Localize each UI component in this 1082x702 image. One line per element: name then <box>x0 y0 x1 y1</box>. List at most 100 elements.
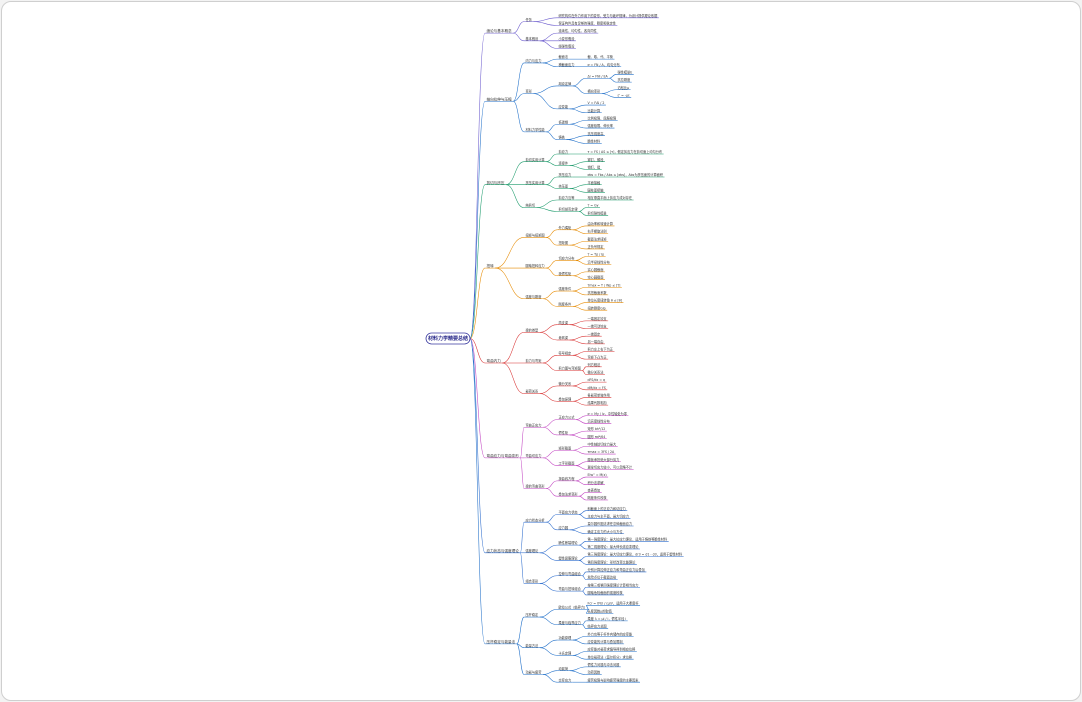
topic-node[interactable]: 纯剪切 <box>524 203 537 208</box>
topic-node[interactable]: 平面应力状态 <box>557 510 580 515</box>
topic-node[interactable]: 研究构件在外力作用下的变形、受力与破坏规律，为设计提供理论依据 <box>557 13 659 19</box>
topic-node[interactable]: σ = FN / A，均匀分布 <box>586 62 622 68</box>
topic-node[interactable]: 简支梁 <box>557 320 570 325</box>
topic-node[interactable]: dM/dx = FS <box>586 386 608 391</box>
topic-node[interactable]: 各载荷单独作用 <box>586 393 612 398</box>
topic-node[interactable]: 符号规定 <box>557 350 573 356</box>
topic-node[interactable]: 剪力左上右下为正 <box>586 347 615 352</box>
topic-node[interactable]: 卡氏定理 <box>557 650 573 656</box>
topic-node[interactable]: 腹板承担绝大部分剪力 <box>586 457 621 462</box>
topic-node[interactable]: 保证构件具有足够的强度、刚度和稳定性 <box>557 21 618 26</box>
topic-node[interactable]: 正负号规定 <box>586 244 605 250</box>
branch-node[interactable]: 应力状态与强度理论 <box>485 548 521 554</box>
topic-node[interactable]: 拉伸与弯曲组合 <box>557 571 583 577</box>
topic-node[interactable]: 一端固定铰支 <box>586 316 609 322</box>
topic-node[interactable]: 动荷因数 <box>586 670 602 675</box>
topic-node[interactable]: 截面法 <box>557 54 570 60</box>
topic-node[interactable]: 扭矩与扭矩图 <box>524 233 547 238</box>
topic-node[interactable]: 确定主应力的大小与方位 <box>586 529 625 534</box>
topic-node[interactable]: 单位载荷法（莫尔积分）求位移 <box>586 654 634 660</box>
topic-node[interactable]: 平面接触 <box>586 180 602 185</box>
topic-node[interactable]: 由功率和转速计算 <box>586 221 615 227</box>
topic-node[interactable]: σbs = Fbs / Abs ≤ [σbs]，Abs为挤压面的计算面积 <box>586 172 665 178</box>
topic-node[interactable]: 柔度与临界应力 <box>557 620 583 626</box>
topic-node[interactable]: 极惯性矩 <box>557 271 573 277</box>
topic-node[interactable]: 相互垂直平面上剪应力成对存在 <box>586 195 634 201</box>
topic-node[interactable]: 第四强度理论：形状改变比能理论 <box>586 559 637 565</box>
topic-node[interactable]: 另一端自由 <box>586 339 605 345</box>
topic-node[interactable]: 剪力与弯矩 <box>524 358 543 364</box>
topic-node[interactable]: 一端可动铰支 <box>586 324 609 329</box>
branch-node[interactable]: 扭转 <box>485 263 496 269</box>
topic-node[interactable]: 一端固定 <box>586 331 602 337</box>
topic-node[interactable]: Fcr = π²EI / (μl)²，适用于大柔度杆 <box>586 601 641 606</box>
topic-node[interactable]: 单位长度扭转角 θ ≤ [θ] <box>586 298 624 303</box>
topic-node[interactable]: V = FΔl / 2 <box>586 101 606 106</box>
topic-node[interactable]: 梁的弯曲变形 <box>524 484 547 489</box>
topic-node[interactable]: 外力偶矩 <box>557 225 573 231</box>
topic-node[interactable]: 挤压面 <box>557 184 570 189</box>
topic-node[interactable]: 疲劳极限与影响疲劳强度的主要因素 <box>586 677 640 683</box>
topic-node[interactable]: 连接件 <box>557 161 570 166</box>
branch-node[interactable]: 弯曲应力与弯曲变形 <box>485 453 521 459</box>
topic-node[interactable]: 圆轴危险截面的强度校核 <box>586 590 625 596</box>
topic-node[interactable]: 圆形 πd⁴/64 <box>586 434 607 440</box>
topic-node[interactable]: 组合变形 <box>524 579 540 584</box>
topic-node[interactable]: 按第三或第四强度理论计算相当应力 <box>586 582 640 588</box>
topic-node[interactable]: 圆轴扭转应力 <box>524 263 547 269</box>
branch-node[interactable]: 压杆稳定与能量法 <box>485 639 517 645</box>
topic-node[interactable]: 抗扭截面系数 <box>586 290 609 296</box>
topic-node[interactable]: 实心圆截面 <box>586 267 605 273</box>
topic-node[interactable]: 小变形假设 <box>557 36 576 42</box>
root-node[interactable]: 材料力学精要总结 <box>425 332 471 345</box>
topic-node[interactable]: 叠加法求变形 <box>557 491 580 497</box>
topic-node[interactable]: 圆柱面接触 <box>586 187 605 193</box>
topic-node[interactable]: dFS/dx = q <box>586 378 607 383</box>
topic-node[interactable]: 积分法求解 <box>586 480 605 485</box>
topic-node[interactable]: 弯曲与扭转组合 <box>557 586 583 592</box>
topic-node[interactable]: τ = Tρ / Ip <box>586 253 606 257</box>
topic-node[interactable]: 应力状态分析 <box>524 517 547 523</box>
topic-node[interactable]: 剪应力互等 <box>557 195 576 201</box>
topic-node[interactable]: 材料力学性能 <box>524 127 547 133</box>
topic-node[interactable]: 弯矩下凸为正 <box>586 354 609 360</box>
topic-node[interactable]: 挠曲线方程 <box>557 476 576 482</box>
topic-node[interactable]: 惯性矩 <box>557 430 570 436</box>
topic-node[interactable]: 正应力公式 <box>557 415 576 420</box>
topic-node[interactable]: 扭矩图 <box>557 240 570 246</box>
topic-node[interactable]: 查表叠加 <box>586 487 602 493</box>
topic-node[interactable]: Δl = FNl / EA <box>586 74 610 79</box>
topic-node[interactable]: 右手螺旋法则 <box>586 229 609 234</box>
topic-node[interactable]: 截、取、代、平衡 <box>586 54 615 60</box>
branch-node[interactable]: 绪论与基本概念 <box>485 28 514 34</box>
topic-node[interactable]: 挤压应力 <box>557 172 573 178</box>
topic-node[interactable]: 悬臂梁 <box>557 335 570 341</box>
branch-node[interactable]: 弯曲内力 <box>485 358 503 364</box>
topic-node[interactable]: 剪应力 <box>557 149 570 155</box>
topic-node[interactable]: 叠加原理 <box>557 396 573 402</box>
topic-node[interactable]: 载荷关系 <box>524 389 540 394</box>
topic-node[interactable]: τ = Gγ <box>586 204 600 208</box>
topic-node[interactable]: 任务 <box>524 17 534 22</box>
topic-node[interactable]: 惯性力问题与冲击问题 <box>586 662 621 668</box>
topic-node[interactable]: 比例极限、屈服极限 <box>586 115 618 121</box>
topic-node[interactable]: 刚度条件校核 <box>586 495 609 501</box>
topic-node[interactable]: 截面法求扭矩 <box>586 236 609 242</box>
topic-node[interactable]: 矩形 bh³/12 <box>586 426 607 432</box>
topic-node[interactable]: 销钉、键 <box>586 164 602 170</box>
topic-node[interactable]: 结果代数相加 <box>586 400 609 406</box>
topic-node[interactable]: 泊松比μ <box>616 85 631 91</box>
topic-node[interactable]: 临界应力总图 <box>586 624 609 629</box>
topic-node[interactable]: 列方程法 <box>586 362 602 368</box>
topic-node[interactable]: 交变应力 <box>557 677 573 683</box>
topic-node[interactable]: 剪切实用计算 <box>524 157 547 162</box>
topic-node[interactable]: 扭转刚度GIp <box>586 305 608 311</box>
topic-node[interactable]: 剪切弹性模量 <box>586 210 609 216</box>
topic-node[interactable]: 长度因数μ的取值 <box>586 608 614 614</box>
topic-node[interactable]: 切应力分布 <box>557 256 576 261</box>
topic-node[interactable]: 外力功等于杆件内储存的应变能 <box>586 631 634 637</box>
topic-node[interactable]: 应变能 <box>557 104 570 110</box>
topic-node[interactable]: 挤压实用计算 <box>524 180 547 185</box>
topic-node[interactable]: 剪切胡克定律 <box>557 207 580 212</box>
topic-node[interactable]: τ = FS / AS ≤ [τ]，假定剪应力在剪切面上均匀分布 <box>586 149 664 155</box>
